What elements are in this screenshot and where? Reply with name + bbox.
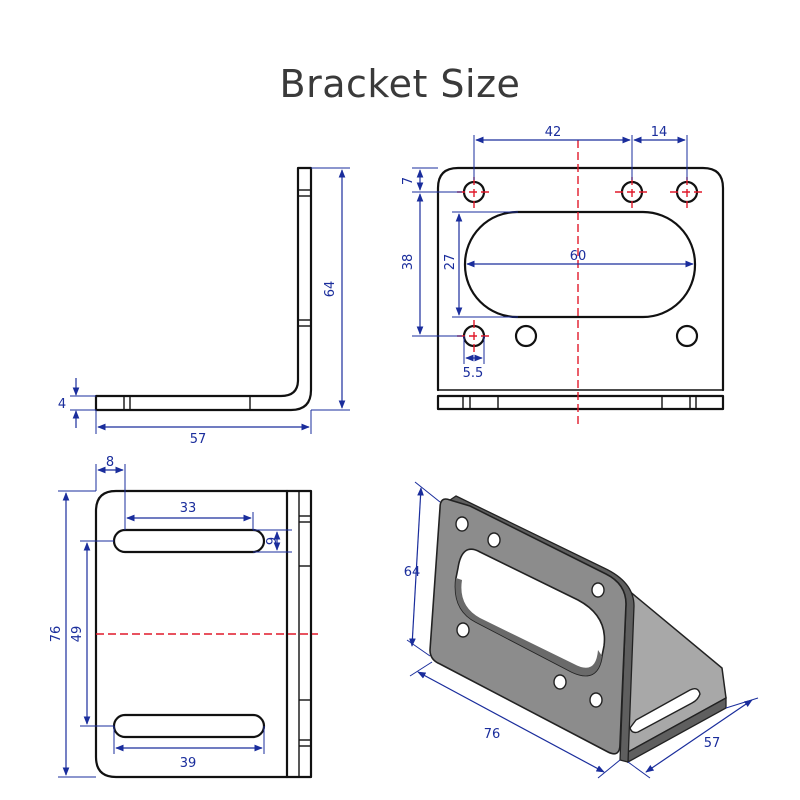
extension-line bbox=[414, 481, 441, 503]
top-edge-offset-label: 8 bbox=[106, 455, 114, 470]
page-title: Bracket Size bbox=[279, 62, 521, 106]
front-hole-spacing-38-label: 38 bbox=[401, 254, 416, 271]
iso-height-label: 64 bbox=[404, 565, 421, 580]
iso-width-label: 76 bbox=[484, 727, 501, 742]
isometric-view: 64 76 57 bbox=[404, 481, 759, 779]
top-view: 8 33 6 76 49 39 bbox=[49, 455, 318, 779]
extension-line bbox=[627, 761, 651, 779]
front-spacing-42-label: 42 bbox=[545, 125, 562, 140]
iso-depth-label: 57 bbox=[704, 736, 721, 751]
iso-dimension-57 bbox=[645, 699, 753, 773]
base-slot-bottom bbox=[112, 713, 266, 739]
front-plate-outline bbox=[436, 166, 725, 392]
iso-hole bbox=[455, 516, 469, 532]
front-large-slot bbox=[463, 210, 697, 319]
side-thickness-label: 4 bbox=[58, 397, 66, 412]
mount-hole bbox=[514, 324, 538, 348]
top-slot-spacing-label: 49 bbox=[70, 626, 85, 643]
front-spacing-14-label: 14 bbox=[651, 125, 668, 140]
l-profile-outline bbox=[94, 166, 313, 412]
front-base-edge bbox=[436, 394, 725, 411]
iso-dimension-76 bbox=[417, 671, 605, 773]
mount-hole bbox=[675, 324, 699, 348]
iso-hole bbox=[591, 582, 605, 598]
front-top-offset-label: 7 bbox=[401, 177, 416, 185]
base-slot-top bbox=[112, 528, 266, 554]
side-base-label: 57 bbox=[190, 432, 207, 447]
side-view: 64 4 57 bbox=[58, 166, 350, 447]
top-width-label: 76 bbox=[49, 626, 64, 643]
front-hole-diameter-label: 5.5 bbox=[463, 366, 484, 381]
iso-hole bbox=[487, 532, 501, 548]
extension-line bbox=[409, 661, 433, 677]
bottom-slot-length-label: 39 bbox=[180, 756, 197, 771]
iso-hole bbox=[589, 692, 603, 708]
extension-line bbox=[406, 639, 431, 657]
front-slot-length-label: 60 bbox=[570, 249, 587, 264]
front-view: 42 14 7 38 27 60 5.5 bbox=[401, 125, 725, 425]
top-slot-length-label: 33 bbox=[180, 501, 197, 516]
iso-dimension-64 bbox=[409, 487, 424, 647]
iso-hole bbox=[553, 674, 567, 690]
side-height-label: 64 bbox=[323, 281, 338, 298]
front-slot-height-label: 27 bbox=[443, 254, 458, 271]
extension-line bbox=[597, 759, 621, 779]
top-slot-width-label: 6 bbox=[262, 537, 277, 545]
iso-hole bbox=[456, 622, 470, 638]
